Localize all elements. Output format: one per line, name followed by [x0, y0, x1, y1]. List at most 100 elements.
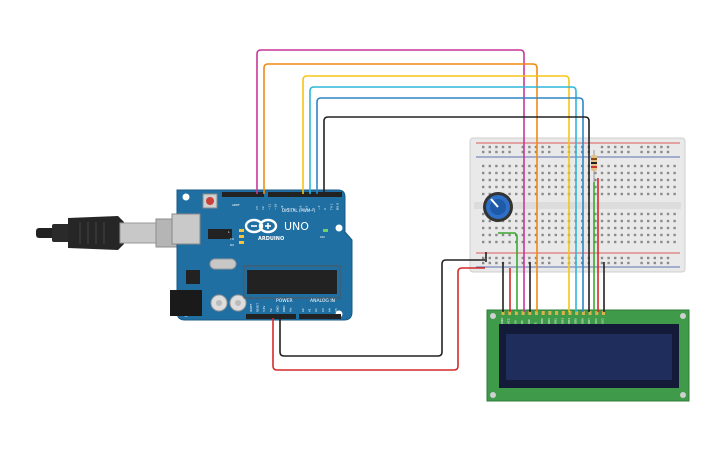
breadboard-hole: [548, 219, 551, 223]
breadboard-hole: [627, 240, 630, 244]
breadboard-hole: [528, 192, 531, 196]
breadboard-hole: [521, 219, 524, 223]
breadboard-hole: [614, 256, 617, 260]
breadboard-hole: [607, 261, 610, 265]
breadboard-hole: [541, 240, 544, 244]
breadboard-hole: [666, 261, 670, 265]
breadboard-hole: [488, 178, 491, 182]
digital-pin-label: ~5: [305, 205, 309, 210]
breadboard-hole: [548, 164, 551, 168]
breadboard-hole: [501, 240, 505, 244]
breadboard-hole: [640, 164, 643, 168]
breadboard-hole: [673, 164, 676, 168]
breadboard-hole: [673, 212, 676, 216]
breadboard-hole: [541, 164, 544, 168]
breadboard-hole: [673, 178, 676, 182]
lcd-pin: [528, 311, 532, 315]
breadboard-hole: [627, 145, 630, 149]
breadboard-hole: [495, 171, 498, 175]
breadboard-hole: [548, 145, 551, 149]
breadboard-hole: [660, 145, 663, 149]
digital-pin-label: 8: [286, 208, 290, 210]
breadboard-hole: [640, 178, 643, 182]
breadboard-hole: [660, 233, 663, 237]
breadboard-hole: [515, 226, 518, 230]
breadboard-hole: [554, 185, 557, 189]
breadboard-hole: [501, 178, 505, 182]
breadboard-hole: [515, 164, 518, 168]
breadboard-hole: [660, 171, 663, 175]
breadboard-hole: [501, 185, 505, 189]
breadboard-hole: [660, 226, 663, 230]
breadboard-hole: [647, 219, 650, 223]
digital-pin-label: ~11: [267, 204, 271, 210]
breadboard-hole: [600, 219, 604, 223]
power-pin-label: RESET: [256, 303, 260, 312]
lcd-pin-label: RW: [527, 319, 531, 324]
breadboard-hole: [653, 233, 656, 237]
breadboard-hole: [515, 212, 518, 216]
breadboard-hole: [554, 164, 557, 168]
breadboard-hole: [600, 178, 604, 182]
breadboard-hole: [633, 171, 637, 175]
arduino-model-label: UNO: [284, 220, 309, 233]
arduino-brand-label: ARDUINO: [258, 236, 284, 242]
breadboard-hole: [594, 219, 597, 223]
breadboard-hole: [633, 212, 637, 216]
lcd-pin-label: DB4: [567, 318, 571, 324]
breadboard-hole: [653, 261, 656, 265]
breadboard-hole: [614, 164, 617, 168]
breadboard-hole: [594, 171, 597, 175]
lcd-pin: [555, 311, 559, 315]
lcd-pin-label: DB3: [560, 318, 564, 324]
breadboard-hole: [660, 240, 663, 244]
breadboard-hole: [627, 178, 630, 182]
breadboard-hole: [501, 164, 505, 168]
breadboard-hole: [508, 240, 511, 244]
breadboard-hole: [548, 178, 551, 182]
breadboard-hole: [620, 192, 623, 196]
breadboard-hole: [482, 192, 485, 196]
breadboard-hole: [594, 192, 597, 196]
breadboard-hole: [614, 171, 617, 175]
power-pin-label: 3.3V: [262, 306, 266, 312]
header-power: [246, 314, 296, 319]
breadboard-hole: [627, 171, 630, 175]
breadboard-hole: [614, 261, 617, 265]
breadboard-hole: [600, 145, 604, 149]
breadboard-hole: [548, 212, 551, 216]
breadboard-hole: [561, 233, 564, 237]
breadboard-hole: [495, 233, 498, 237]
breadboard-hole: [548, 256, 551, 260]
breadboard-hole: [673, 185, 676, 189]
lcd-pin-label: DB7: [587, 318, 591, 324]
breadboard-hole: [614, 212, 617, 216]
breadboard-hole: [508, 233, 511, 237]
breadboard-hole: [482, 171, 485, 175]
breadboard-hole: [528, 212, 531, 216]
breadboard-hole: [541, 192, 544, 196]
breadboard-hole: [561, 261, 564, 265]
breadboard-hole: [620, 240, 623, 244]
breadboard-hole: [541, 256, 544, 260]
breadboard-hole: [541, 212, 544, 216]
digital-pin-label: 13: [255, 206, 259, 210]
breadboard-hole: [640, 233, 643, 237]
breadboard-hole: [548, 171, 551, 175]
breadboard-hole: [541, 185, 544, 189]
digital-pin-label: 4: [311, 208, 315, 210]
breadboard-hole: [521, 256, 524, 260]
breadboard-hole: [600, 171, 604, 175]
wire-black-gnd: [279, 259, 485, 357]
breadboard-hole: [640, 185, 643, 189]
breadboard-hole: [607, 150, 610, 154]
breadboard-hole: [660, 185, 663, 189]
breadboard-hole: [666, 240, 670, 244]
digital-pin-label: TX 1: [329, 203, 333, 211]
breadboard-hole: [660, 261, 663, 265]
lcd-pin-label: DB6: [580, 318, 584, 324]
breadboard-hole: [561, 219, 564, 223]
breadboard-hole: [647, 185, 650, 189]
analog-header-label: ANALOG IN: [310, 298, 335, 304]
breadboard-hole: [548, 226, 551, 230]
